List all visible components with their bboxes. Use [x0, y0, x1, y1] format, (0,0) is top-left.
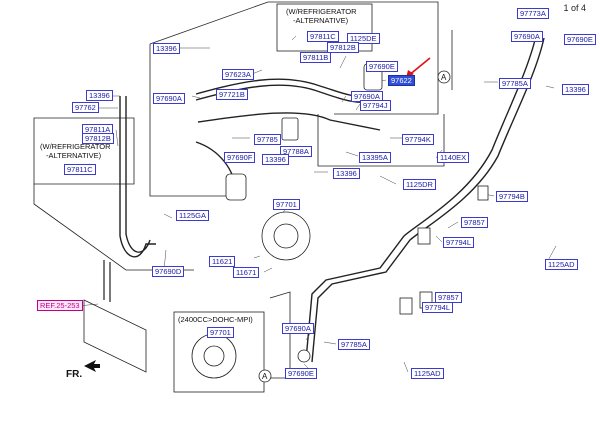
callout-97690e-top-right[interactable]: 97690E — [564, 34, 596, 45]
callout-97794k[interactable]: 97794K — [402, 134, 434, 145]
clamp-1 — [477, 185, 489, 201]
callout-97812b-upper[interactable]: 97812B — [327, 42, 359, 53]
callout-1140ex[interactable]: 1140EX — [437, 152, 470, 163]
callout-13396-right[interactable]: 13396 — [562, 84, 589, 95]
callout-13396-center[interactable]: 13396 — [262, 154, 289, 165]
frame-upper-group — [149, 1, 439, 115]
callout-97785a-right[interactable]: 97785A — [499, 78, 531, 89]
callout-97721b[interactable]: 97721B — [216, 89, 248, 100]
callout-97788a[interactable]: 97788A — [280, 146, 312, 157]
callout-97794j[interactable]: 97794J — [360, 100, 391, 111]
callout-97811b[interactable]: 97811B — [300, 52, 332, 63]
callout-97785[interactable]: 97785 — [254, 134, 281, 145]
section-marker-circle-upper — [437, 70, 451, 84]
callout-1125ad-right[interactable]: 1125AD — [545, 259, 578, 270]
pipe-mid — [197, 112, 381, 131]
callout-97811c-upper[interactable]: 97811C — [307, 31, 339, 42]
condenser-outline — [83, 299, 147, 373]
frame-upper-left-edge — [149, 44, 238, 197]
callout-97690a-left[interactable]: 97690A — [153, 93, 185, 104]
callout-1125de[interactable]: 1125DE — [347, 33, 380, 44]
callout-97794l-lower[interactable]: 97794L — [422, 302, 454, 313]
callout-97762[interactable]: 97762 — [72, 102, 99, 113]
fitting-lower — [297, 349, 311, 363]
callout-97857-upper[interactable]: 97857 — [461, 217, 488, 228]
callout-97811c-left[interactable]: 97811C — [64, 164, 96, 175]
callout-13396-left[interactable]: 13396 — [86, 90, 113, 101]
clamp-4 — [399, 297, 413, 315]
callout-97794b[interactable]: 97794B — [496, 191, 528, 202]
callout-97690e-lower[interactable]: 97690E — [285, 368, 317, 379]
callout-97623a[interactable]: 97623A — [222, 69, 254, 80]
clamp-2 — [417, 227, 431, 245]
callout-97690d[interactable]: 97690D — [152, 266, 185, 277]
callout-97690f[interactable]: 97690F — [224, 152, 256, 163]
callout-97690a-lower[interactable]: 97690A — [282, 323, 314, 334]
inset-box-refrigerator-upper — [276, 3, 373, 52]
front-label: FR. — [66, 369, 83, 380]
frame-left-lower — [33, 184, 194, 271]
inset-box-engine-variant — [173, 311, 265, 393]
inset-box-refrigerator-left — [33, 117, 135, 185]
callout-13395a[interactable]: 13395A — [359, 152, 391, 163]
callout-97701-variant[interactable]: 97701 — [207, 327, 234, 338]
page-indicator: 1 of 4 — [563, 3, 586, 13]
section-marker-upper: A — [441, 73, 447, 82]
leader-lines — [65, 35, 557, 373]
callout-13396-lower[interactable]: 13396 — [333, 168, 360, 179]
callout-ref-25-253[interactable]: REF.25-253 — [37, 300, 83, 311]
pipe-left-vertical-2 — [125, 96, 151, 253]
note-engine-variant: (2400CC>DOHC-MPI) — [178, 315, 253, 324]
callout-11671[interactable]: 11671 — [233, 267, 260, 278]
callout-97794l-upper[interactable]: 97794L — [443, 237, 475, 248]
pipe-right-long — [305, 35, 537, 361]
pressure-switch — [281, 117, 299, 141]
note-refrigerator-upper-line-2: -ALTERNATIVE) — [293, 16, 349, 25]
callout-97812b-left[interactable]: 97812B — [82, 133, 114, 144]
note-refrigerator-left-line-2: -ALTERNATIVE) — [46, 151, 102, 160]
callout-97690e-center[interactable]: 97690E — [366, 61, 398, 72]
callout-97690a-top-right[interactable]: 97690A — [511, 31, 543, 42]
muffler — [225, 173, 247, 201]
note-refrigerator-left-line-1: (W/REFRIGERATOR — [40, 142, 111, 151]
frame-center — [317, 114, 445, 167]
section-marker-lower: A — [262, 372, 268, 381]
front-arrow-icon — [84, 360, 100, 372]
callout-97701-main[interactable]: 97701 — [273, 199, 300, 210]
callout-97622-highlighted[interactable]: 97622 — [388, 75, 415, 86]
frame-lower-center — [269, 291, 291, 379]
callout-97773a[interactable]: 97773A — [517, 8, 549, 19]
compressor-variant-inner — [203, 345, 225, 367]
note-refrigerator-upper-line-1: (W/REFRIGERATOR — [286, 7, 357, 16]
callout-13396-top-left[interactable]: 13396 — [153, 43, 180, 54]
callout-11621[interactable]: 11621 — [209, 256, 236, 267]
callout-1125ga[interactable]: 1125GA — [176, 210, 209, 221]
callout-1125dr[interactable]: 1125DR — [403, 179, 436, 190]
pipe-left-vertical — [119, 96, 156, 258]
callout-1125ad-lower[interactable]: 1125AD — [411, 368, 444, 379]
section-marker-circle-lower — [258, 369, 272, 383]
callout-97785a-lower[interactable]: 97785A — [338, 339, 370, 350]
compressor-main-inner — [273, 223, 299, 249]
